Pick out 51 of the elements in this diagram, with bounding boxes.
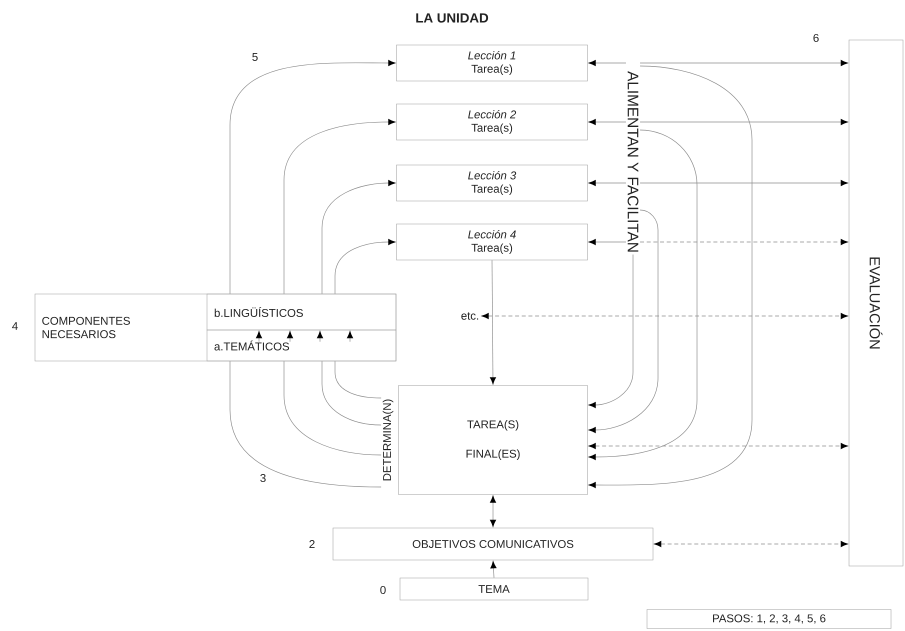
step-number: 4 — [12, 322, 18, 330]
arrow — [588, 66, 752, 488]
lesson-box: Lección 2 Tarea(s) — [396, 104, 588, 140]
title: LA UNIDAD — [416, 13, 488, 23]
arrow — [640, 238, 848, 246]
step-number: 3 — [260, 474, 266, 482]
arrow — [588, 254, 634, 408]
arrow — [490, 561, 496, 578]
arrow — [588, 238, 626, 246]
text-box: TEMA — [400, 578, 588, 600]
arrow — [256, 331, 262, 342]
lesson-box: Lección 4 Tarea(s) — [396, 224, 588, 260]
arrow — [588, 180, 626, 186]
lesson-box: Lección 1 Tarea(s) — [396, 44, 588, 82]
arrow — [588, 130, 698, 460]
evaluation-box: EVALUACIÓN — [848, 40, 904, 566]
step-number: 5 — [252, 53, 258, 61]
connector-line — [230, 360, 382, 488]
arrow — [588, 60, 626, 66]
connector-line — [284, 360, 382, 456]
arrow — [334, 238, 396, 294]
arrow — [286, 331, 294, 342]
text-box: OBJETIVOS COMUNICATIVOS — [332, 528, 654, 560]
arrow — [588, 442, 848, 450]
vertical-label: DETERMINA(N) — [382, 399, 394, 480]
arrow — [588, 210, 658, 434]
arrow — [284, 118, 396, 294]
arrow — [588, 118, 626, 126]
arrow — [640, 180, 848, 186]
category-box: a.TEMÁTICOS — [206, 330, 396, 362]
lesson-box: Lección 3 Tarea(s) — [396, 164, 588, 202]
arrow — [640, 60, 848, 66]
step-number: 2 — [309, 540, 315, 548]
arrow — [230, 60, 396, 294]
text-label: etc. — [461, 312, 478, 320]
step-number: 6 — [813, 34, 819, 42]
text-box: PASOS: 1, 2, 3, 4, 5, 6 — [646, 609, 892, 629]
step-number: 0 — [380, 586, 386, 594]
arrow — [346, 331, 354, 342]
arrow — [490, 496, 496, 527]
category-box: b.LINGÜÍSTICOS — [206, 294, 396, 330]
arrow — [640, 118, 848, 126]
connector-line — [322, 360, 382, 426]
arrow — [654, 540, 848, 548]
arrow — [482, 312, 848, 320]
final-task-box: TAREA(S) FINAL(ES) — [398, 385, 588, 495]
connector-line — [334, 360, 382, 398]
arrow — [490, 260, 496, 384]
arrow — [316, 331, 324, 342]
vertical-label: ALIMENTAN Y FACILITAN — [628, 71, 638, 252]
arrow — [322, 180, 396, 294]
